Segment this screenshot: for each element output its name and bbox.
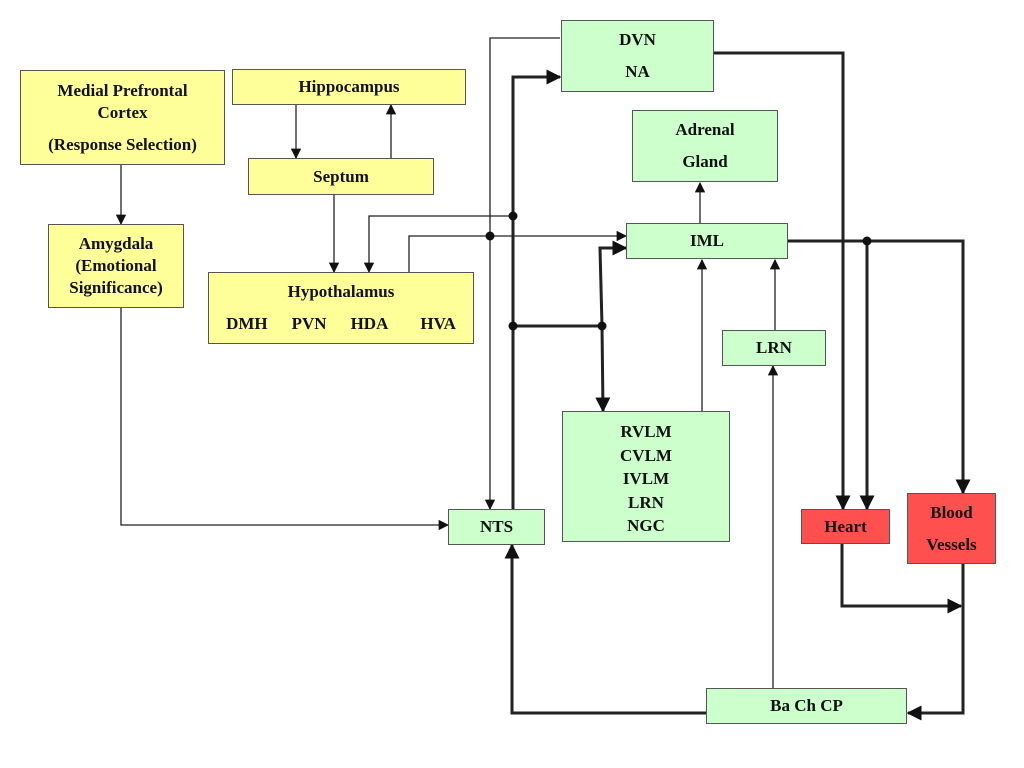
wire-dvn-heart xyxy=(714,51,851,511)
node-label: IML xyxy=(690,231,724,250)
node-label: RVLM xyxy=(620,422,672,441)
node-medulla-nuclei: RVLM CVLM IVLM LRN NGC xyxy=(562,411,730,542)
node-heart: Heart xyxy=(801,509,890,544)
node-septum: Septum xyxy=(248,158,434,195)
node-hypothalamus: Hypothalamus DMH PVN HDA HVA xyxy=(208,272,474,344)
subnucleus-label: PVN xyxy=(291,314,327,333)
node-label: Ba Ch CP xyxy=(770,696,843,715)
node-iml: IML xyxy=(626,223,788,259)
wire-nts-na xyxy=(511,69,562,509)
node-label: NA xyxy=(625,62,650,81)
wire-nts-rvlm xyxy=(513,324,611,413)
node-medial-prefrontal-cortex: Medial Prefrontal Cortex (Response Selec… xyxy=(20,70,225,165)
node-label: Amygdala xyxy=(78,234,154,253)
wire-rvlm-iml-thick xyxy=(598,240,628,327)
node-label: CVLM xyxy=(620,445,672,465)
subnucleus-label: HVA xyxy=(420,314,456,333)
node-nts: NTS xyxy=(448,509,545,545)
junction-dot xyxy=(485,231,495,241)
node-hippocampus: Hippocampus xyxy=(232,69,466,105)
node-label: Septum xyxy=(313,166,369,186)
junction-dot xyxy=(597,321,607,331)
node-label: Significance) xyxy=(69,278,163,297)
node-label: Cortex xyxy=(97,102,148,122)
subnucleus-label: DMH xyxy=(226,314,268,333)
wire-iml-bloodvessels xyxy=(788,239,971,495)
node-label: Hypothalamus xyxy=(287,282,395,301)
wire-heart-bv xyxy=(840,544,963,614)
node-label: DVN xyxy=(619,30,656,49)
node-label: NTS xyxy=(479,517,514,536)
junction-dot xyxy=(862,236,872,246)
node-label: LRN xyxy=(756,338,792,357)
wire-hypo-iml xyxy=(408,230,628,272)
node-label: Hippocampus xyxy=(298,77,400,96)
node-label: Heart xyxy=(824,516,867,536)
wire-nts-hypo xyxy=(363,215,513,274)
node-label: (Response Selection) xyxy=(48,134,197,154)
node-dvn-na: DVN NA xyxy=(561,20,714,92)
node-label: Gland xyxy=(682,152,728,171)
wire-bachcp-nts xyxy=(504,543,707,715)
node-label: Vessels xyxy=(926,534,977,554)
node-label: Adrenal xyxy=(675,120,735,139)
node-lrn: LRN xyxy=(722,330,826,366)
node-label: (Emotional xyxy=(75,256,157,275)
subnucleus-label: HDA xyxy=(350,314,389,333)
subnuclei-row: DMH PVN HDA HVA xyxy=(226,313,456,335)
node-blood-vessels: Blood Vessels xyxy=(907,493,996,564)
wire-bv-bachcp xyxy=(906,564,965,721)
node-label: IVLM xyxy=(622,469,670,488)
wire-dvn-nts xyxy=(484,37,560,511)
node-adrenal-gland: Adrenal Gland xyxy=(632,110,778,182)
node-label: Medial Prefrontal xyxy=(57,80,188,100)
node-label: LRN xyxy=(628,492,664,512)
wire-amygdala-nts xyxy=(120,308,450,531)
junction-dot xyxy=(508,321,518,331)
junction-dot xyxy=(508,211,518,221)
node-label: Blood xyxy=(930,502,973,522)
node-label: NGC xyxy=(627,516,665,535)
node-amygdala: Amygdala (Emotional Significance) xyxy=(48,224,184,308)
node-bachcp: Ba Ch CP xyxy=(706,688,907,724)
